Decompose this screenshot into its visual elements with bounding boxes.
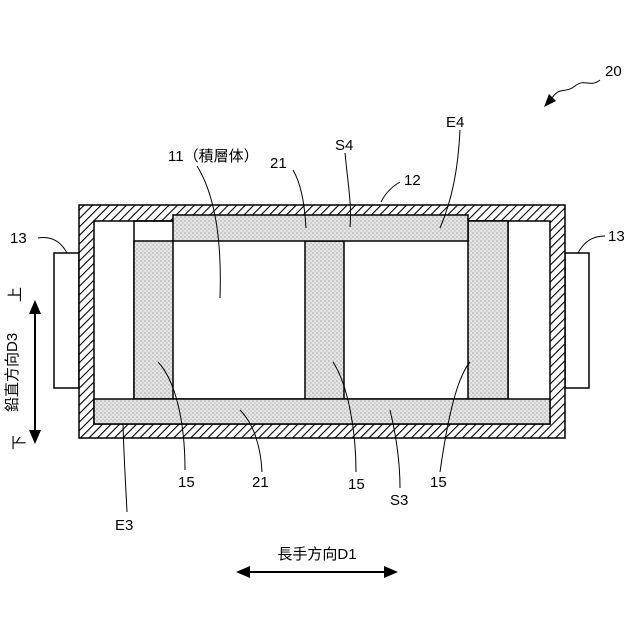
vertical-arrow-down-head — [29, 430, 41, 444]
left-terminal — [54, 253, 79, 388]
leader-13-right — [578, 236, 605, 253]
figure-number: 20 — [605, 63, 622, 80]
label-spacer-right: 15 — [430, 474, 447, 491]
figure-arrow-line — [552, 80, 600, 98]
vertical-axis-label: 鉛直方向D3 — [4, 333, 21, 412]
spacer-center — [305, 241, 344, 399]
sheet-bottom — [94, 399, 550, 424]
leader-13-left — [38, 238, 67, 253]
figure-arrow-head — [544, 94, 556, 107]
label-layered-body: 11（積層体） — [168, 148, 259, 165]
vertical-up-label: 上 — [7, 287, 24, 302]
label-sheet-bottom: 21 — [252, 474, 269, 491]
label-sheet-top: 21 — [270, 155, 287, 172]
label-edge-top: E4 — [446, 114, 464, 131]
longitudinal-arrow-right-head — [384, 566, 398, 578]
leader-12 — [381, 182, 400, 202]
label-surface-bottom: S3 — [390, 492, 408, 509]
longitudinal-arrow-left-head — [236, 566, 250, 578]
label-case: 12 — [404, 172, 421, 189]
label-spacer-center: 15 — [348, 476, 365, 493]
right-terminal — [565, 253, 589, 388]
label-terminal-left: 13 — [10, 230, 27, 247]
longitudinal-axis-label: 長手方向D1 — [277, 546, 356, 563]
label-terminal-right: 13 — [608, 228, 625, 245]
label-edge-bottom: E3 — [115, 517, 133, 534]
vertical-arrow-up-head — [29, 300, 41, 314]
spacer-right — [468, 221, 508, 399]
vertical-down-label: 下 — [11, 435, 28, 450]
label-surface-top: S4 — [335, 137, 353, 154]
label-spacer-left: 15 — [178, 474, 195, 491]
